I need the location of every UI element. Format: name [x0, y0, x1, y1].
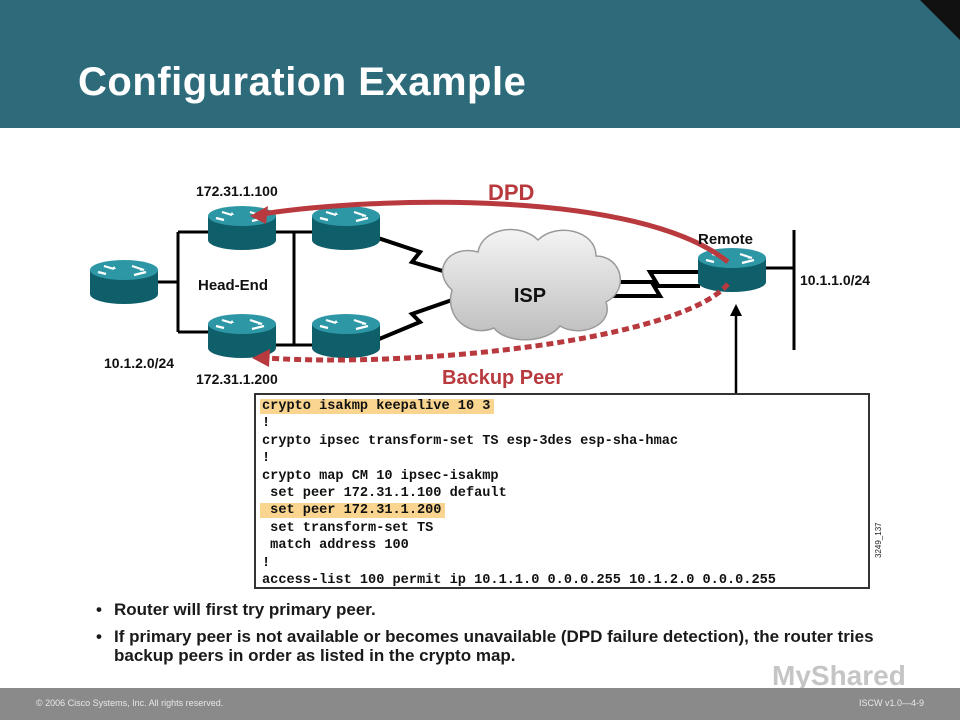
config-line: match address 100 [262, 538, 409, 554]
primary-peer-ip: 172.31.1.100 [196, 183, 278, 199]
remote-lan-segment [766, 230, 796, 350]
bullet-text: If primary peer is not available or beco… [114, 627, 874, 665]
copyright-text: © 2006 Cisco Systems, Inc. All rights re… [36, 698, 224, 708]
config-line: crypto isakmp keepalive 10 3 [260, 398, 868, 415]
head-end-edge-router-2-icon [310, 312, 382, 360]
dpd-arrow [250, 199, 730, 264]
config-highlight: crypto isakmp keepalive 10 3 [260, 399, 495, 414]
config-highlight: set peer 172.31.1.200 [260, 503, 446, 519]
bullet-item: •If primary peer is not available or bec… [96, 627, 874, 665]
slide-footer: © 2006 Cisco Systems, Inc. All rights re… [0, 688, 960, 720]
remote-label: Remote [698, 231, 753, 248]
config-line: ! [262, 555, 271, 571]
network-diagram: ISP 172.31.1.100 Head-End 10.1.2.0/24 17… [88, 180, 870, 393]
slide-title: Configuration Example [78, 60, 527, 104]
slide-header: Configuration Example [0, 0, 960, 128]
config-line: set peer 172.31.1.200 [260, 502, 868, 519]
isp-cloud: ISP [441, 228, 622, 341]
config-line: set transform-set TS [262, 520, 434, 536]
backup-peer-label: Backup Peer [442, 367, 563, 389]
head-end-edge-router-1-icon [310, 204, 382, 252]
bullet-text: Router will first try primary peer. [114, 600, 376, 619]
header-corner [920, 0, 960, 40]
watermark: MyShared [772, 660, 906, 691]
bullet-list: •Router will first try primary peer. •If… [92, 600, 912, 673]
isp-label: ISP [514, 285, 546, 307]
config-line: ! [262, 451, 271, 467]
figure-id: 3249_137 [874, 522, 883, 558]
serial-links [371, 234, 700, 344]
head-end-lan-label: 10.1.2.0/24 [104, 355, 174, 371]
backup-peer-arrow [252, 282, 730, 367]
lan-router-icon [88, 258, 160, 306]
config-line: ! [262, 416, 271, 432]
remote-router-icon [696, 246, 768, 294]
remote-lan-label: 10.1.1.0/24 [800, 272, 870, 288]
bullet-item: •Router will first try primary peer. [96, 600, 376, 619]
config-line: access-list 100 permit ip 10.1.1.0 0.0.0… [262, 572, 776, 588]
config-line: crypto map CM 10 ipsec-isakmp [262, 468, 499, 484]
config-pointer-arrow [730, 304, 742, 393]
config-line: crypto ipsec transform-set TS esp-3des e… [262, 433, 679, 449]
dpd-label: DPD [488, 180, 534, 205]
course-code: ISCW v1.0—4-9 [858, 698, 924, 708]
config-code-block: crypto isakmp keepalive 10 3 ! crypto ip… [254, 393, 870, 589]
config-line: set peer 172.31.1.100 default [262, 485, 507, 501]
backup-peer-ip: 172.31.1.200 [196, 371, 278, 387]
head-end-label: Head-End [198, 277, 268, 294]
